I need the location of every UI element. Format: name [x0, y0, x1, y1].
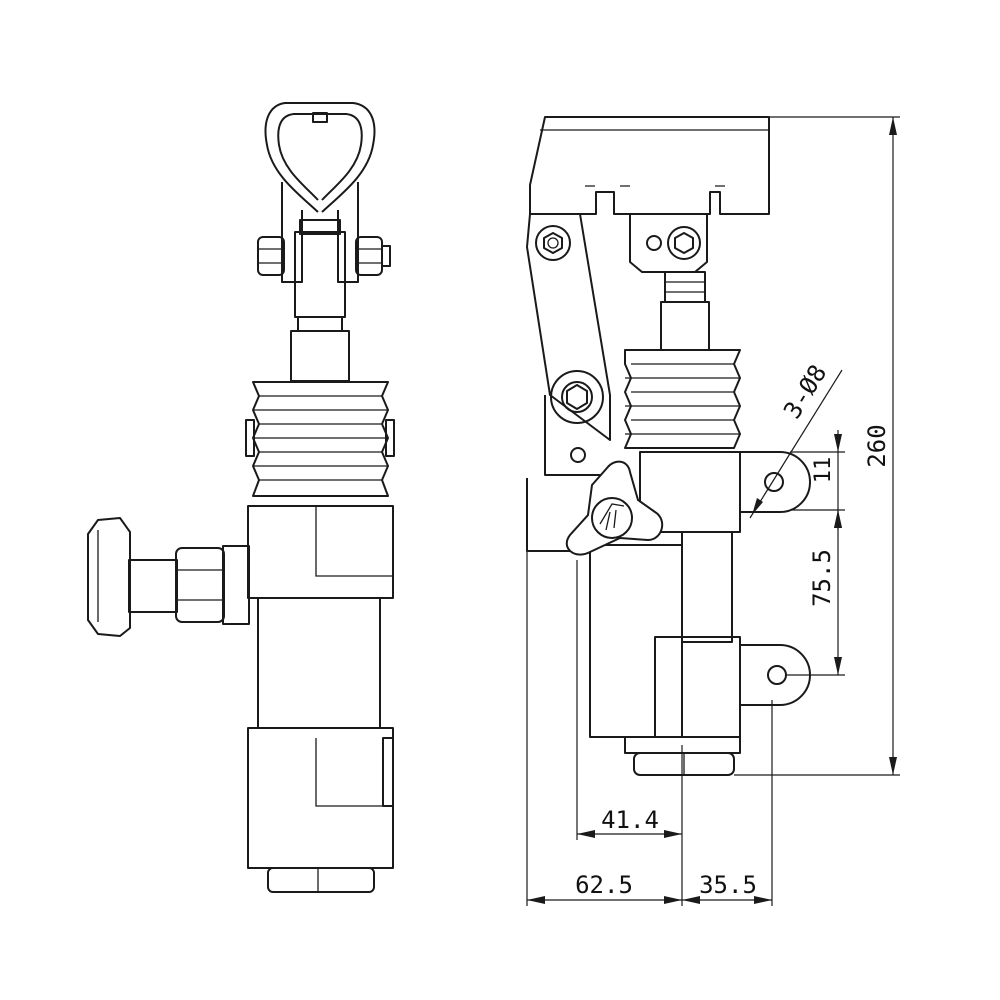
release-valve	[87, 517, 250, 637]
dimension-lines	[526, 116, 900, 906]
side-nut-left	[257, 236, 285, 276]
side-rod	[660, 271, 710, 351]
clevis	[281, 182, 359, 318]
pivot-nut-3	[550, 370, 604, 424]
handle-loop	[264, 102, 376, 213]
dim-260-label: 260	[863, 424, 891, 467]
dim-35-5-label: 35.5	[699, 871, 757, 899]
dim-holes-label: 3-Ø8	[778, 360, 832, 424]
lever-arm	[526, 213, 611, 476]
bellows	[245, 381, 395, 497]
dim-75-5-label: 75.5	[808, 549, 836, 607]
dim-41-4-label: 41.4	[601, 806, 659, 834]
side-nut-right	[355, 236, 391, 276]
top-bracket	[529, 116, 770, 215]
side-view	[526, 116, 811, 776]
dim-62-5-label: 62.5	[575, 871, 633, 899]
pivot-nut-1	[535, 225, 571, 261]
pivot-nut-2	[629, 214, 708, 273]
mounting-lug-upper	[740, 451, 811, 513]
side-bellows	[624, 349, 741, 449]
front-view	[87, 102, 395, 893]
pump-body	[247, 505, 394, 869]
piston-rod	[290, 316, 350, 382]
dim-11-label: 11	[811, 457, 836, 484]
release-knob	[565, 460, 664, 556]
bottom-plug	[267, 867, 375, 893]
